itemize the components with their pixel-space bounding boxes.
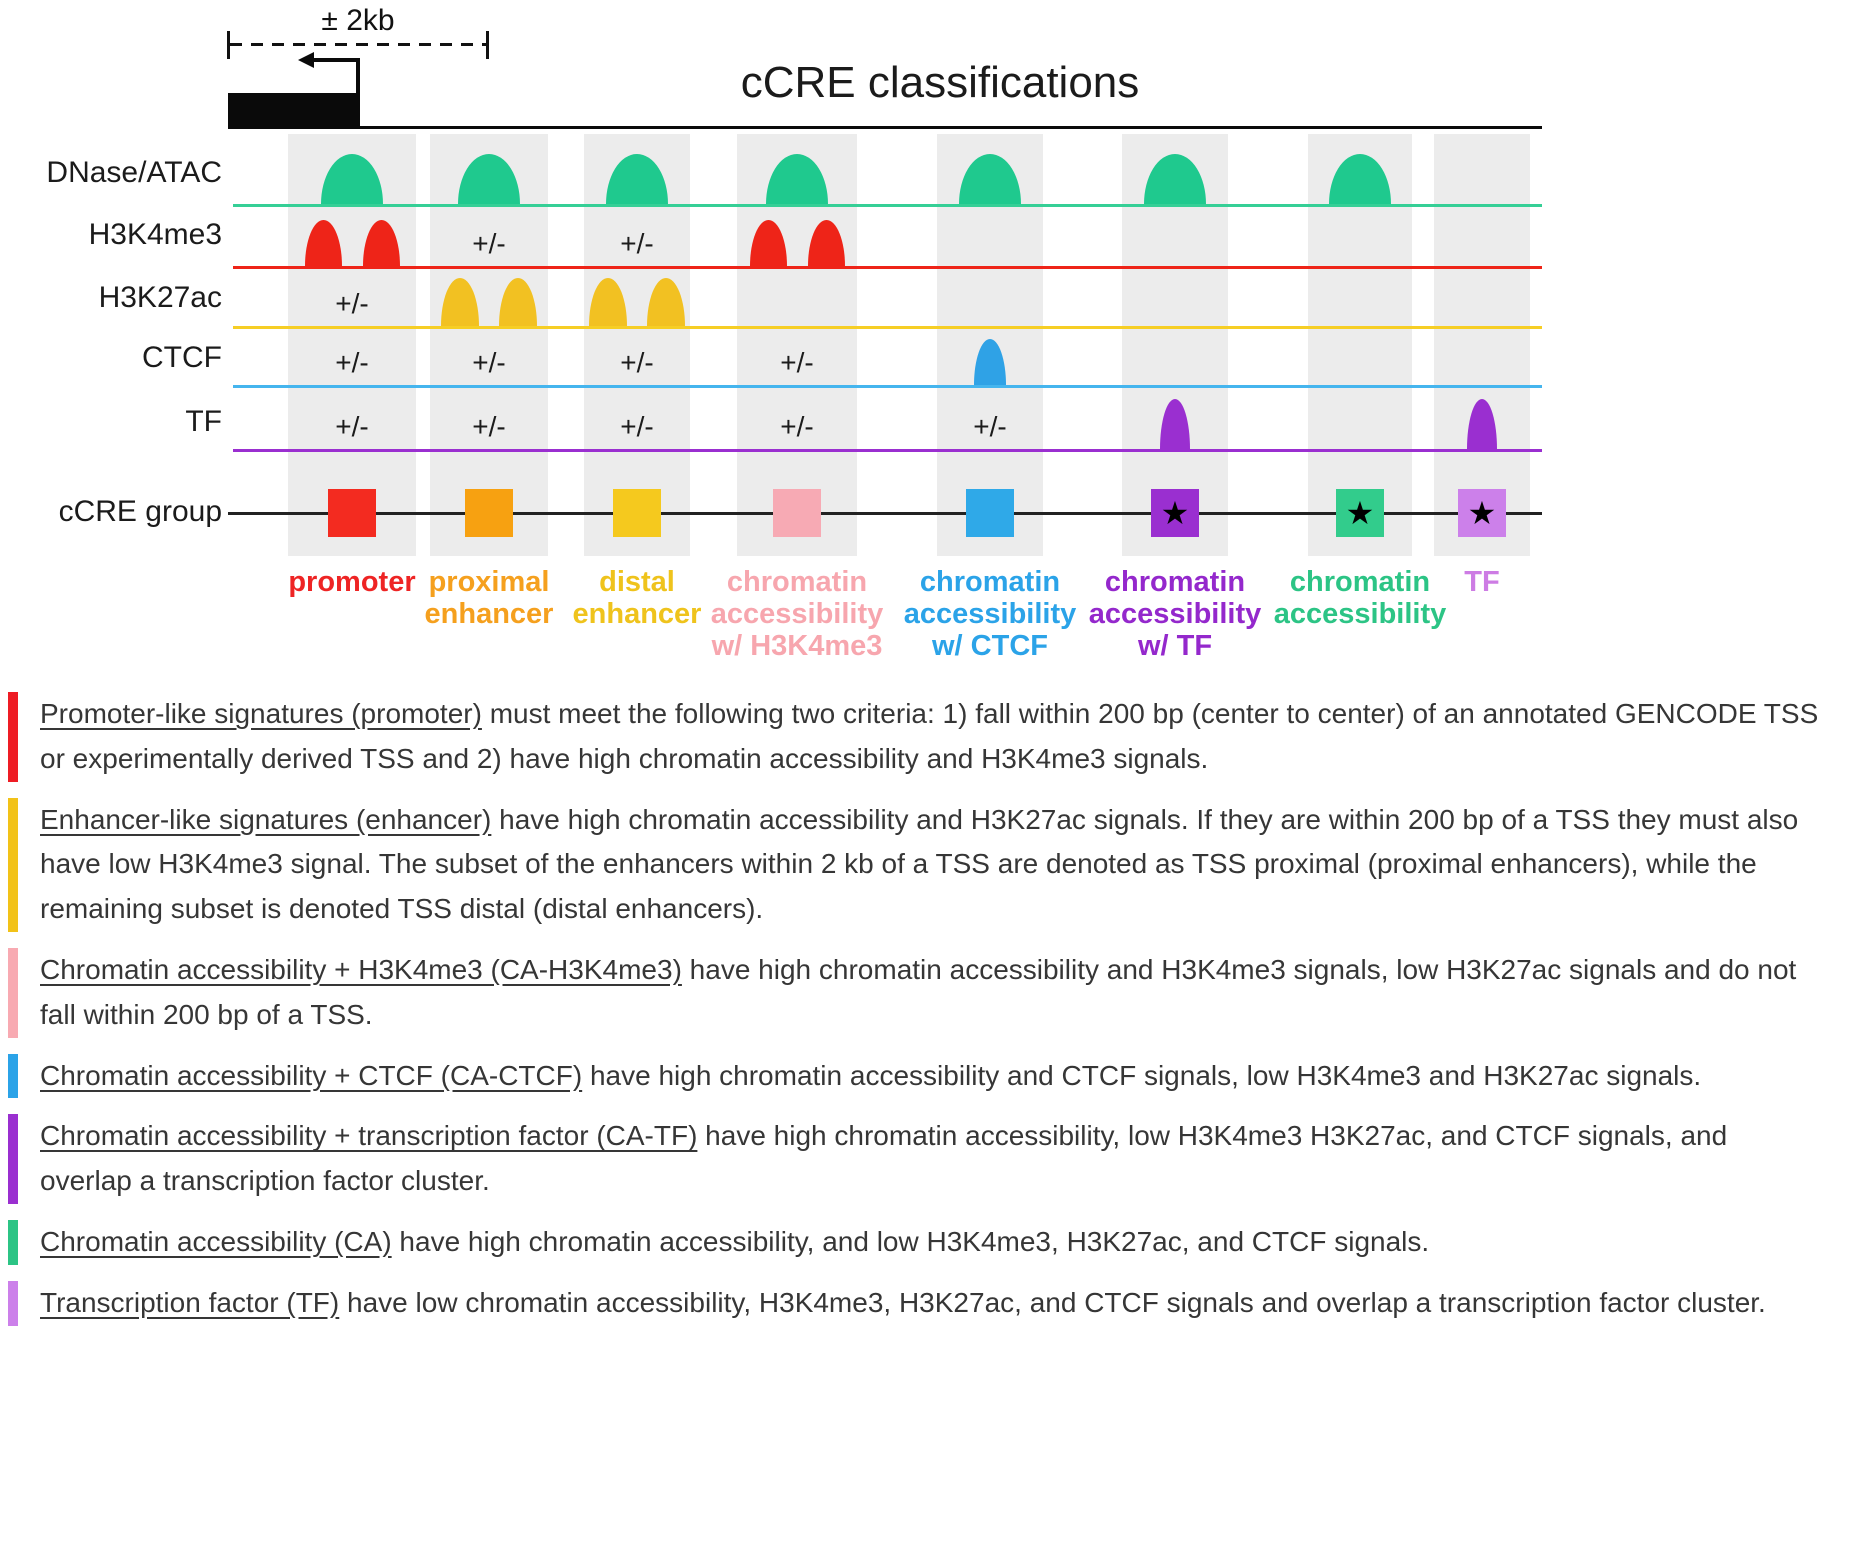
column-label-ca-tf: chromatin xyxy=(1104,566,1246,598)
category-color-bar xyxy=(8,1280,18,1326)
plus-minus-label: +/- xyxy=(335,288,369,319)
category-color-bar xyxy=(8,947,18,1038)
description-lead: Transcription factor (TF) xyxy=(40,1286,340,1318)
column-label-distal-enhancer: distal xyxy=(599,566,675,598)
track-line-ctcf xyxy=(233,385,1542,388)
category-color-bar xyxy=(8,797,18,932)
description-body: have high chromatin accessibility and CT… xyxy=(582,1059,1702,1091)
description-item-0: Promoter-like signatures (promoter) must… xyxy=(8,692,1858,782)
tss-arrow-icon xyxy=(298,52,360,96)
column-label-ca: accessibility xyxy=(1273,598,1447,630)
column-label-ca-ctcf: w/ CTCF xyxy=(932,630,1048,662)
gene-body xyxy=(228,93,360,128)
column-label-ca-tf: accessibility xyxy=(1088,598,1262,630)
ccre-group-box-ca: ★ xyxy=(1336,489,1384,537)
category-color-bar xyxy=(8,1053,18,1099)
description-text: Chromatin accessibility + CTCF (CA-CTCF)… xyxy=(40,1054,1820,1099)
description-item-5: Chromatin accessibility (CA) have high c… xyxy=(8,1219,1858,1265)
description-lead: Chromatin accessibility + transcription … xyxy=(40,1120,698,1152)
category-color-bar xyxy=(8,692,18,782)
track-label-ctcf: CTCF xyxy=(142,341,222,374)
plus-minus-label: +/- xyxy=(472,228,506,259)
ccre-group-box-ca-ctcf xyxy=(966,489,1014,537)
description-lead: Enhancer-like signatures (enhancer) xyxy=(40,803,492,835)
column-label-ca-ctcf: chromatin xyxy=(919,566,1061,598)
plus-minus-label: +/- xyxy=(973,411,1007,442)
description-text: Chromatin accessibility (CA) have high c… xyxy=(40,1220,1820,1265)
plus-minus-label: +/- xyxy=(780,411,814,442)
column-label-ca-h3k4me3: accessibility xyxy=(710,598,884,630)
column-label-ca-ctcf: accessibility xyxy=(903,598,1077,630)
track-line-h3k4me3 xyxy=(233,266,1542,269)
description-item-1: Enhancer-like signatures (enhancer) have… xyxy=(8,797,1858,932)
description-lead: Chromatin accessibility + CTCF (CA-CTCF) xyxy=(40,1059,583,1091)
description-body: must meet the following two criteria: 1)… xyxy=(40,698,1819,774)
ccre-group-box-tf: ★ xyxy=(1458,489,1506,537)
description-item-4: Chromatin accessibility + transcription … xyxy=(8,1114,1858,1204)
column-label-ca-h3k4me3: chromatin xyxy=(726,566,868,598)
description-body: have high chromatin accessibility, low H… xyxy=(40,1120,1728,1197)
ccre-diagram: cCRE classifications ± 2kb DNase/ATAC H3K… xyxy=(0,0,1866,690)
column-label-proximal-enhancer: proximal xyxy=(428,566,550,598)
gene-baseline xyxy=(228,126,1542,129)
plus-minus-label: +/- xyxy=(780,347,814,378)
column-label-ca: chromatin xyxy=(1289,566,1431,598)
plus-minus-label: +/- xyxy=(620,228,654,259)
column-label-distal-enhancer: enhancer xyxy=(572,598,702,630)
description-text: Chromatin accessibility + transcription … xyxy=(40,1114,1820,1204)
description-text: Chromatin accessibility + H3K4me3 (CA-H3… xyxy=(40,948,1820,1038)
ccre-group-box-ca-tf: ★ xyxy=(1151,489,1199,537)
plus-minus-label: +/- xyxy=(620,347,654,378)
column-label-ca-h3k4me3: w/ H3K4me3 xyxy=(711,630,883,662)
descriptions: Promoter-like signatures (promoter) must… xyxy=(8,692,1858,1326)
description-lead: Chromatin accessibility (CA) xyxy=(40,1225,392,1257)
column-label-proximal-enhancer: enhancer xyxy=(424,598,554,630)
column-label-promoter: promoter xyxy=(288,566,416,598)
description-lead: Promoter-like signatures (promoter) xyxy=(40,698,482,729)
ccre-group-box-proximal-enhancer xyxy=(465,489,513,537)
track-line-group xyxy=(228,512,1542,515)
category-color-bar xyxy=(8,1219,18,1265)
description-text: Enhancer-like signatures (enhancer) have… xyxy=(40,798,1820,932)
track-line-dnase xyxy=(233,204,1542,207)
description-body: have low chromatin accessibility, H3K4me… xyxy=(339,1286,1766,1318)
star-icon: ★ xyxy=(1345,495,1375,531)
plus-minus-label: +/- xyxy=(620,411,654,442)
scale-label: ± 2kb xyxy=(321,4,395,37)
track-label-tf: TF xyxy=(185,405,222,438)
description-body: have high chromatin accessibility, and l… xyxy=(391,1225,1430,1257)
description-item-3: Chromatin accessibility + CTCF (CA-CTCF)… xyxy=(8,1053,1858,1099)
description-text: Transcription factor (TF) have low chrom… xyxy=(40,1281,1820,1326)
plus-minus-label: +/- xyxy=(335,347,369,378)
plus-minus-label: +/- xyxy=(472,347,506,378)
figure-title: cCRE classifications xyxy=(740,58,1140,107)
description-body: have high chromatin accessibility and H3… xyxy=(40,953,1797,1030)
column-label-tf: TF xyxy=(1464,566,1500,598)
plus-minus-label: +/- xyxy=(335,411,369,442)
category-color-bar xyxy=(8,1114,18,1204)
ccre-group-box-ca-h3k4me3 xyxy=(773,489,821,537)
star-icon: ★ xyxy=(1160,495,1190,531)
description-item-2: Chromatin accessibility + H3K4me3 (CA-H3… xyxy=(8,947,1858,1038)
track-line-h3k27ac xyxy=(233,326,1542,329)
description-text: Promoter-like signatures (promoter) must… xyxy=(40,692,1820,782)
ccre-group-box-distal-enhancer xyxy=(613,489,661,537)
track-label-h3k4me3: H3K4me3 xyxy=(88,218,222,251)
track-line-tf xyxy=(233,449,1542,452)
plus-minus-label: +/- xyxy=(472,411,506,442)
description-lead: Chromatin accessibility + H3K4me3 (CA-H3… xyxy=(40,953,682,985)
track-label-h3k27ac: H3K27ac xyxy=(98,281,222,314)
description-item-6: Transcription factor (TF) have low chrom… xyxy=(8,1280,1858,1326)
star-icon: ★ xyxy=(1467,495,1497,531)
ccre-group-box-promoter xyxy=(328,489,376,537)
description-body: have high chromatin accessibility and H3… xyxy=(40,803,1799,925)
track-label-group: cCRE group xyxy=(58,495,222,528)
column-label-ca-tf: w/ TF xyxy=(1137,630,1213,662)
track-label-dnase: DNase/ATAC xyxy=(46,156,222,189)
scale-bracket xyxy=(227,31,489,59)
